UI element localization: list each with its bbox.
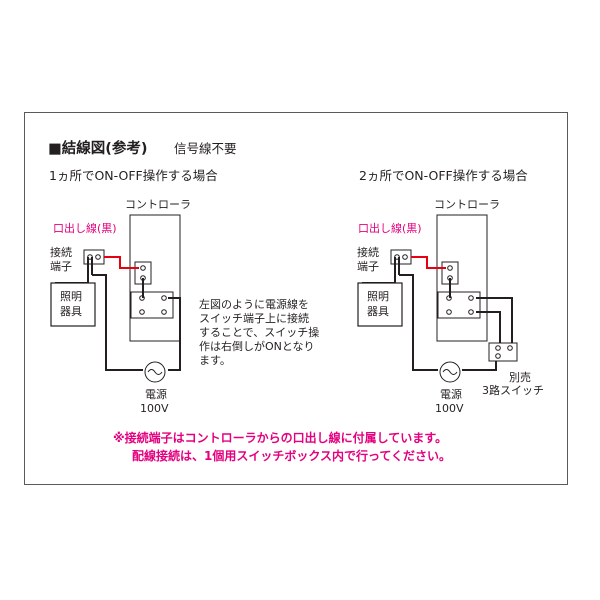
right-lead-wire bbox=[411, 256, 446, 269]
right-3way-screw-3 bbox=[495, 353, 501, 359]
left-controller-screw-1 bbox=[140, 265, 146, 271]
right-lead-wire-label: 口出し線(黒) bbox=[358, 221, 422, 235]
right-switch-screw-2 bbox=[468, 295, 474, 301]
left-switch-screw-3 bbox=[139, 309, 145, 315]
note-line-1: ※接続端子はコントローラからの口出し線に付属しています。 bbox=[113, 430, 447, 445]
right-power-label-2: 100V bbox=[435, 402, 464, 415]
right-switch-screw-4 bbox=[468, 309, 474, 315]
right-power-label-1: 電源 bbox=[440, 387, 462, 401]
right-wiring-diagram: 2ヵ所でON-OFF操作する場合 コントローラ 口出し線(黒) 接続 端子 bbox=[357, 168, 544, 415]
diagram-title: ■結線図(参考) bbox=[48, 139, 147, 157]
left-description-line-3: することで、スイッチ操 bbox=[199, 325, 319, 339]
left-power-label-2: 100V bbox=[140, 402, 169, 415]
left-lighting-fixture bbox=[50, 282, 96, 327]
left-terminal-screw-2 bbox=[95, 254, 101, 260]
left-wiring-diagram: 1ヵ所でON-OFF操作する場合 コントローラ 口出し線(黒) 接続 端子 照明 bbox=[49, 168, 319, 415]
right-controller-label: コントローラ bbox=[434, 198, 500, 211]
left-power-label-1: 電源 bbox=[145, 387, 167, 401]
left-terminal-label-1: 接続 bbox=[50, 245, 72, 259]
left-lead-wire-label: 口出し線(黒) bbox=[53, 221, 117, 235]
right-switch-screw-3 bbox=[446, 309, 452, 315]
left-wire-power-switch bbox=[168, 297, 181, 371]
right-wire-to-power bbox=[399, 274, 438, 371]
right-switch-label-2: 3路スイッチ bbox=[482, 384, 544, 397]
right-wire-power-3way bbox=[462, 358, 497, 371]
right-3way-screw-2 bbox=[507, 345, 513, 351]
left-description-line-2: スイッチ端子上に接続 bbox=[199, 311, 309, 325]
left-controller-box bbox=[129, 214, 181, 342]
right-heading: 2ヵ所でON-OFF操作する場合 bbox=[359, 168, 528, 183]
right-lighting-fixture bbox=[357, 282, 403, 327]
right-wire-switch-3way-a bbox=[476, 297, 513, 343]
right-terminal-label-2: 端子 bbox=[357, 260, 379, 273]
right-3way-screw-1 bbox=[495, 345, 501, 351]
right-terminal-label-1: 接続 bbox=[357, 245, 379, 259]
right-wire-switch-3way-b bbox=[476, 311, 501, 343]
left-heading: 1ヵ所でON-OFF操作する場合 bbox=[49, 168, 218, 183]
left-description-line-5: ます。 bbox=[199, 354, 231, 367]
right-switch-block bbox=[437, 291, 481, 319]
left-lighting-label-2: 器具 bbox=[60, 305, 82, 318]
diagram-subtitle: 信号線不要 bbox=[174, 141, 237, 156]
right-switch-label-1: 別売 bbox=[509, 371, 531, 384]
left-lighting-label-1: 照明 bbox=[60, 290, 82, 303]
left-description-line-1: 左図のように電源線を bbox=[199, 297, 309, 311]
left-terminal-label-2: 端子 bbox=[50, 260, 72, 273]
right-3way-switch bbox=[488, 342, 518, 362]
note-line-2: 配線接続は、1個用スイッチボックス内で行ってください。 bbox=[132, 448, 451, 463]
left-lead-wire bbox=[104, 256, 139, 269]
left-description-line-4: 作は右倒しがONとなり bbox=[199, 339, 315, 353]
left-switch-block bbox=[130, 291, 174, 319]
right-controller-screw-1 bbox=[447, 265, 453, 271]
right-lighting-label-1: 照明 bbox=[367, 290, 389, 303]
left-ac-wave-icon bbox=[147, 369, 163, 375]
right-lighting-label-2: 器具 bbox=[367, 305, 389, 318]
right-terminal-screw-2 bbox=[402, 254, 408, 260]
left-switch-screw-4 bbox=[161, 309, 167, 315]
left-wire-to-power bbox=[92, 274, 143, 371]
right-ac-wave-icon bbox=[442, 369, 458, 375]
left-switch-screw-2 bbox=[161, 295, 167, 301]
right-controller-box bbox=[436, 214, 488, 342]
left-controller-label: コントローラ bbox=[125, 198, 191, 211]
